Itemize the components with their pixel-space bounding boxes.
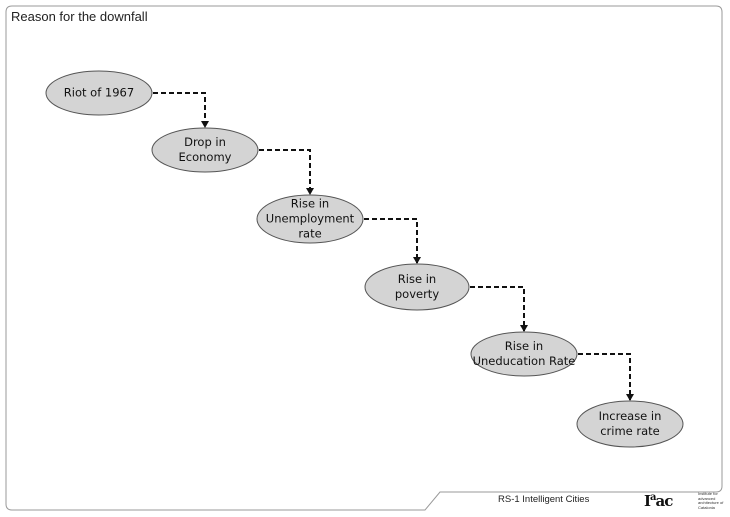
- footer-course: RS-1 Intelligent Cities: [498, 494, 590, 505]
- edge-arrow: [578, 353, 634, 401]
- edge-arrow: [153, 92, 209, 128]
- node-ellipse: [576, 400, 684, 448]
- node-label: Increase in crime rate: [598, 409, 662, 438]
- node-ellipse: [470, 331, 578, 377]
- logo-subtitle: Institute for advanced architecture of C…: [698, 491, 724, 510]
- node-ellipse: [45, 70, 153, 116]
- node-label: Drop in Economy: [178, 135, 232, 164]
- edge-arrow: [364, 218, 421, 264]
- node-ellipse: [151, 127, 259, 173]
- page-frame: [5, 5, 723, 511]
- edge-arrow: [470, 286, 528, 332]
- page-title: Reason for the downfall: [11, 9, 148, 24]
- node-label: Rise in Unemployment rate: [265, 196, 355, 241]
- node-label: Rise in Uneducation Rate: [472, 339, 576, 368]
- node-label: Riot of 1967: [63, 85, 135, 100]
- node-label: Rise in poverty: [394, 272, 440, 301]
- node-ellipse: [256, 194, 364, 244]
- edge-arrow: [259, 149, 314, 195]
- node-ellipse: [364, 263, 470, 311]
- iaac-logo: Iaac: [644, 492, 673, 510]
